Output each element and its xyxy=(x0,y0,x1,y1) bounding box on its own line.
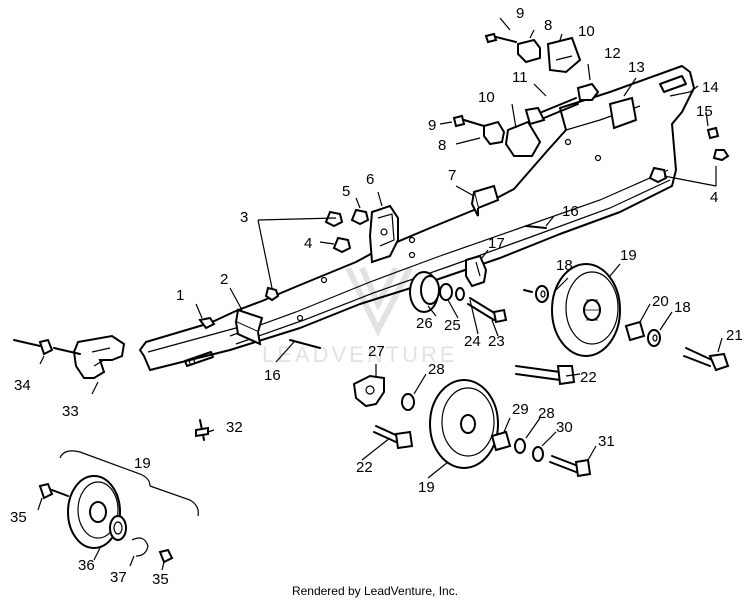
wheel-19-exploded xyxy=(38,450,199,564)
callout-8-lower: 8 xyxy=(438,137,446,154)
screw-15 xyxy=(706,126,720,140)
callout-22-upper: 22 xyxy=(580,369,597,386)
spacer-20 xyxy=(624,320,646,342)
block-10-lower xyxy=(504,120,542,157)
callout-22-lower: 22 xyxy=(356,459,373,476)
footer-credit: Rendered by LeadVenture, Inc. xyxy=(291,584,459,598)
callout-18-right: 18 xyxy=(674,299,691,316)
nuts-3-4-5 xyxy=(264,149,730,302)
block-10-upper xyxy=(546,36,582,74)
screw-32 xyxy=(195,419,209,441)
bracket-13 xyxy=(608,96,638,130)
callout-5: 5 xyxy=(342,183,350,200)
wheel-19-upper xyxy=(551,263,621,357)
callout-23: 23 xyxy=(488,333,505,350)
bolt-21 xyxy=(683,347,730,372)
callout-21: 21 xyxy=(726,327,743,344)
callout-29: 29 xyxy=(512,401,529,418)
callout-1: 1 xyxy=(176,287,184,304)
bolt-22-upper xyxy=(515,365,576,386)
callout-9: 9 xyxy=(516,5,524,22)
washer-18-right xyxy=(647,329,661,347)
nut-1 xyxy=(198,316,216,330)
callout-14: 14 xyxy=(702,79,719,96)
callout-19-exploded: 19 xyxy=(134,455,151,472)
callout-8: 8 xyxy=(544,17,552,34)
watermark: LEADVENTURE xyxy=(262,342,458,367)
callout-27: 27 xyxy=(368,343,385,360)
spacer-29 xyxy=(490,430,512,452)
callout-35-left: 35 xyxy=(10,509,27,526)
callout-34: 34 xyxy=(14,377,31,394)
washer-28-left xyxy=(401,393,415,411)
leader-lines xyxy=(37,17,723,571)
callout-24: 24 xyxy=(464,333,481,350)
washer-28-right xyxy=(514,438,526,454)
bolt-9-upper xyxy=(484,32,517,44)
callout-19-lower: 19 xyxy=(418,479,435,496)
callout-10-lower: 10 xyxy=(478,89,495,106)
wear-block-7 xyxy=(470,184,500,217)
callout-2: 2 xyxy=(220,271,228,288)
callout-4-left: 4 xyxy=(304,235,312,252)
callout-4-right: 4 xyxy=(710,189,718,206)
callout-10: 10 xyxy=(578,23,595,40)
callout-32: 32 xyxy=(226,419,243,436)
rivets-16 xyxy=(289,225,547,349)
callout-3: 3 xyxy=(240,209,248,226)
bolt-11 xyxy=(524,97,579,126)
callout-17: 17 xyxy=(488,235,505,252)
callout-35-right: 35 xyxy=(152,571,169,588)
slide-rail xyxy=(139,65,695,371)
bushing-8-lower xyxy=(483,120,506,146)
callout-25: 25 xyxy=(444,317,461,334)
callout-28-left: 28 xyxy=(428,361,445,378)
bracket-6 xyxy=(368,204,399,264)
callout-31: 31 xyxy=(598,433,615,450)
callout-16-right: 16 xyxy=(562,203,579,220)
callout-33: 33 xyxy=(62,403,79,420)
washer-18-upper xyxy=(523,285,549,303)
wheel-19-lower xyxy=(429,379,499,469)
callout-19-upper: 19 xyxy=(620,247,637,264)
bolt-22-lower xyxy=(373,425,414,450)
callout-18-upper: 18 xyxy=(556,257,573,274)
idler-26 xyxy=(409,271,440,313)
callout-12: 12 xyxy=(604,45,621,62)
callout-9-lower: 9 xyxy=(428,117,436,134)
watermark-logo xyxy=(345,266,413,337)
bolt-23 xyxy=(467,297,508,324)
bolt-31 xyxy=(549,455,592,478)
callout-11: 11 xyxy=(512,69,528,86)
nut-12 xyxy=(576,82,600,101)
washer-24 xyxy=(455,287,465,301)
callout-36: 36 xyxy=(78,557,95,574)
callout-6: 6 xyxy=(366,171,374,188)
callout-26: 26 xyxy=(416,315,433,332)
washer-30 xyxy=(532,446,544,462)
callout-7: 7 xyxy=(448,167,456,184)
bolt-9-lower xyxy=(452,114,485,128)
callout-28-right: 28 xyxy=(538,405,555,422)
callout-labels: 9 8 10 12 13 11 14 10 15 9 8 4 7 5 6 16 … xyxy=(10,5,743,588)
bracket-27 xyxy=(352,374,385,408)
rail-tip-33 xyxy=(72,334,126,379)
callout-15: 15 xyxy=(696,103,713,120)
callout-20: 20 xyxy=(652,293,669,310)
bushing-8-upper xyxy=(517,38,541,64)
callout-13: 13 xyxy=(628,59,645,76)
rail-plug-34 xyxy=(13,338,81,356)
spacer-25 xyxy=(439,283,453,301)
callout-37: 37 xyxy=(110,569,127,586)
callout-30: 30 xyxy=(556,419,573,436)
callout-16-left: 16 xyxy=(264,367,281,384)
bracket-17 xyxy=(465,254,488,288)
wear-block-2 xyxy=(234,308,264,346)
